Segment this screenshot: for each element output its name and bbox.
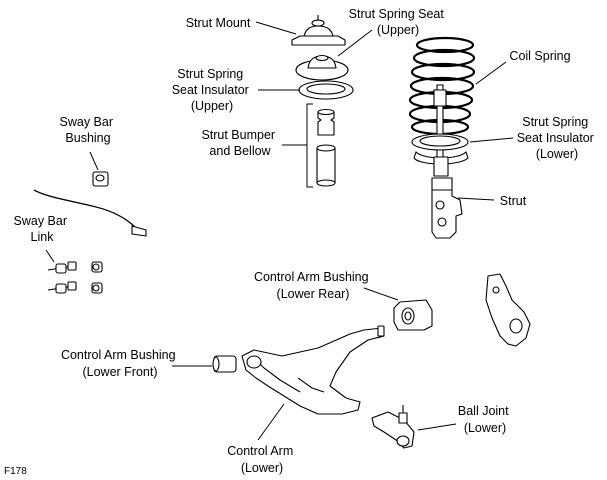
leader-control-arm bbox=[257, 403, 285, 441]
label-strut-bumper-and-bellow: Strut Bumper and Bellow bbox=[201, 128, 278, 158]
label-strut-spring-seat-upper: Strut Spring Seat (Upper) bbox=[349, 7, 448, 37]
label-ball-joint-lower: Ball Joint (Lower) bbox=[458, 404, 512, 435]
strut-part bbox=[431, 156, 463, 239]
leader-bushing-lower-rear bbox=[363, 287, 399, 301]
leader-lines bbox=[45, 21, 514, 441]
strut-spring-seat-upper-part bbox=[295, 54, 349, 81]
strut-mount-part bbox=[291, 15, 346, 46]
steering-knuckle-part bbox=[485, 273, 531, 347]
leader-sway-bar-bushing bbox=[89, 151, 99, 171]
ball-joint-lower-part bbox=[371, 405, 415, 449]
bracket-bumper-bellow bbox=[306, 103, 313, 188]
bellow-part bbox=[316, 144, 336, 187]
figure-code: F178 bbox=[4, 466, 27, 477]
label-strut-mount: Strut Mount bbox=[186, 16, 251, 30]
strut-spring-seat-insulator-upper-part bbox=[298, 80, 354, 100]
control-arm-bushing-lower-front-part bbox=[212, 355, 237, 373]
label-control-arm-lower: Control Arm (Lower) bbox=[227, 444, 296, 475]
label-strut: Strut bbox=[500, 194, 527, 208]
control-arm-lower-part bbox=[241, 325, 385, 415]
label-strut-spring-seat-insulator-lower: Strut Spring Seat Insulator (Lower) bbox=[517, 115, 598, 161]
sway-bar-part bbox=[33, 189, 147, 237]
label-strut-spring-seat-insulator-upper: Strut Spring Seat Insulator (Upper) bbox=[172, 67, 253, 113]
label-sway-bar-link: Sway Bar Link bbox=[14, 214, 71, 244]
leader-coil-spring bbox=[475, 61, 507, 85]
leader-insulator-lower bbox=[469, 137, 514, 143]
leader-sway-bar-link bbox=[45, 249, 55, 263]
leader-strut-spring-seat-upper bbox=[337, 29, 373, 57]
strut-spring-seat-insulator-lower-part bbox=[411, 84, 469, 165]
control-arm-bushing-lower-rear-part bbox=[393, 299, 433, 331]
leader-ball-joint bbox=[417, 423, 457, 431]
strut-bumper-part bbox=[317, 108, 335, 136]
label-coil-spring: Coil Spring bbox=[509, 49, 570, 63]
sway-bar-link-part bbox=[47, 261, 103, 294]
label-control-arm-bushing-lower-rear: Control Arm Bushing (Lower Rear) bbox=[254, 270, 372, 301]
leader-strut bbox=[457, 197, 495, 201]
label-sway-bar-bushing: Sway Bar Bushing bbox=[60, 115, 117, 145]
leader-strut-mount bbox=[255, 21, 297, 35]
sway-bar-bushing-part bbox=[92, 171, 109, 187]
label-control-arm-bushing-lower-front: Control Arm Bushing (Lower Front) bbox=[61, 348, 179, 379]
